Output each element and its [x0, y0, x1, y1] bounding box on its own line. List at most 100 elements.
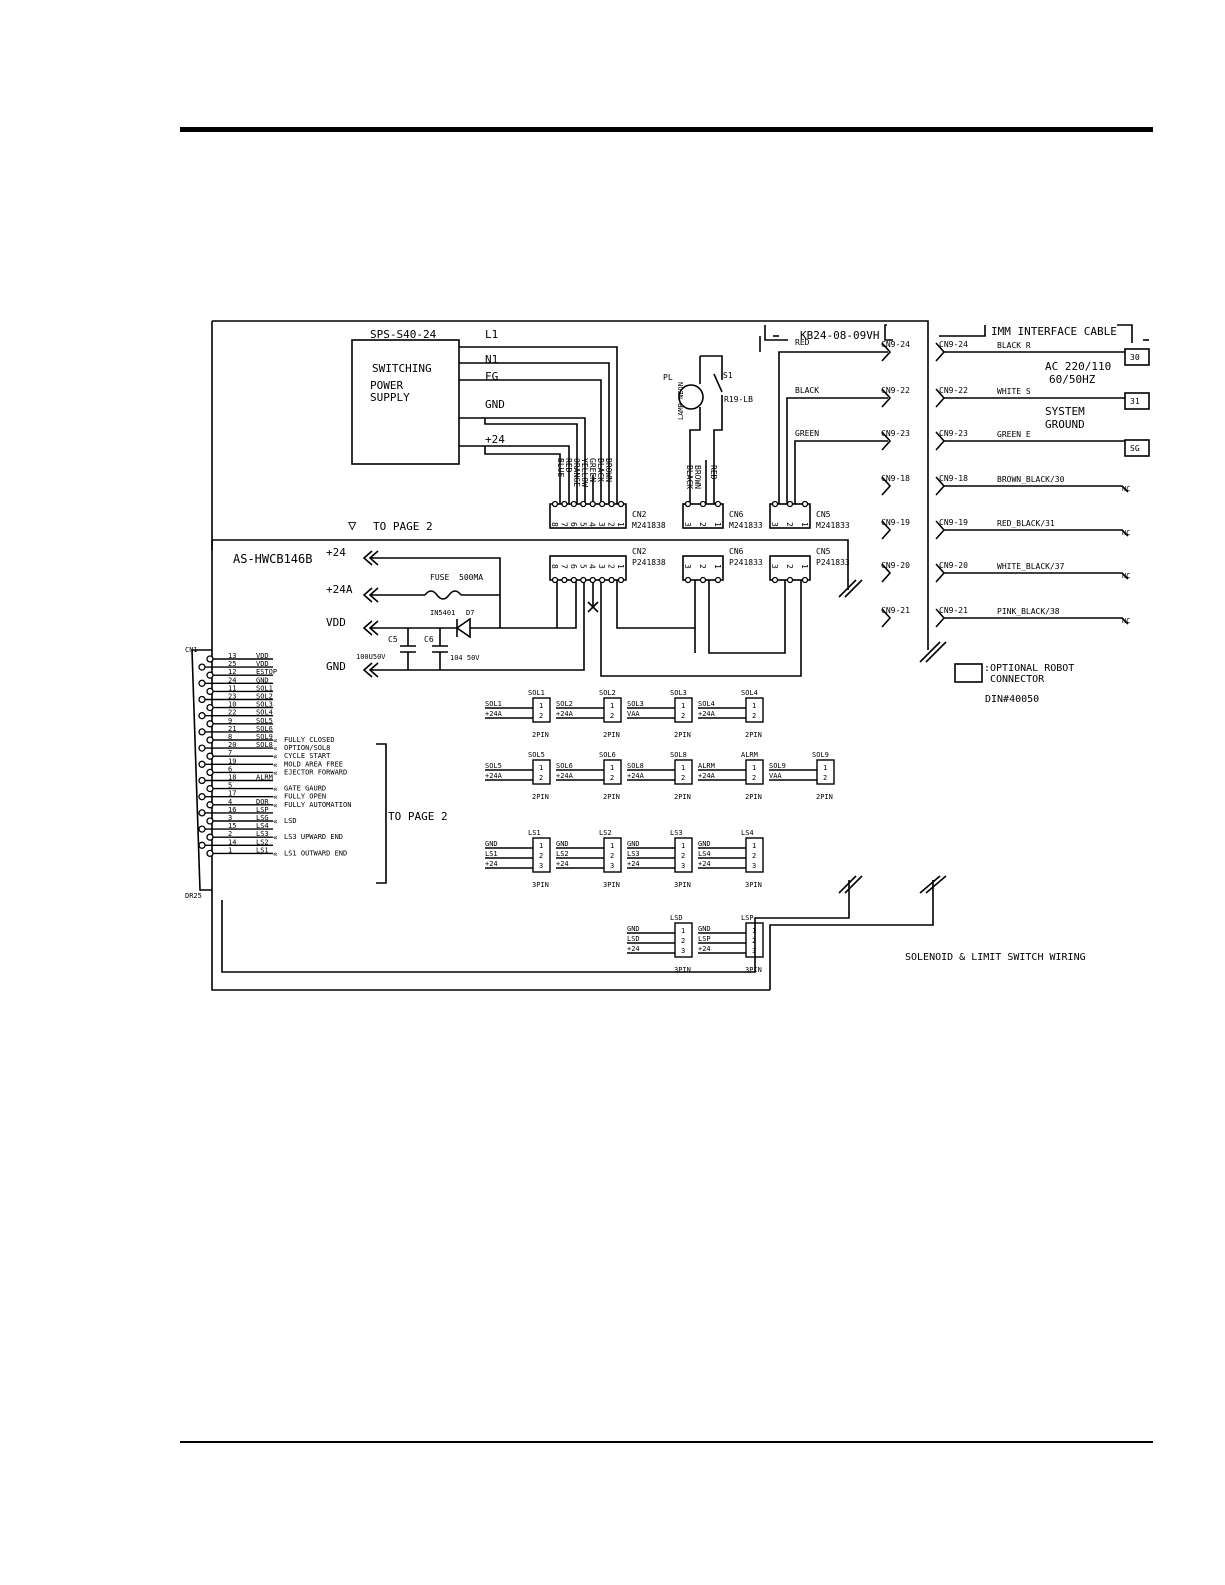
wire-color: BROWN_BLACK/30 — [997, 475, 1065, 484]
kb-cable-label: KB24-08-09VH — [800, 329, 879, 342]
to-page-label: TO PAGE 2 — [373, 520, 433, 533]
wire-color-label: BLACK — [596, 458, 605, 482]
pin-number: 1 — [800, 564, 809, 569]
wire-color: BLACK R — [997, 341, 1031, 350]
cn9-tag: CN9-24 — [881, 340, 910, 349]
cn9-tag: CN9-24 — [939, 340, 968, 349]
cn9-tag: CN9-22 — [939, 386, 968, 395]
plug-box — [745, 697, 764, 723]
pin-circle — [608, 576, 615, 584]
plug-box — [603, 697, 622, 723]
plug-box — [745, 759, 764, 785]
plug-pin-signal: +24 — [698, 860, 711, 868]
cn1-pin-number: 8 — [228, 733, 232, 741]
lamp-pl: PL — [663, 373, 673, 382]
cn1-pin — [198, 793, 206, 801]
pin-circle — [589, 576, 596, 584]
plug-pin-number: 2 — [610, 774, 614, 782]
pin-number: 6 — [569, 522, 578, 527]
plug-name: SOL3 — [670, 689, 687, 697]
plug-pin-number: 2 — [752, 712, 756, 720]
cn1-signal: LS1 — [256, 846, 269, 854]
diagram-caption: SOLENOID & LIMIT SWITCH WIRING — [905, 952, 1086, 963]
plug-pin-signal: +24A — [698, 710, 716, 718]
plug-pin-number: 2 — [752, 774, 756, 782]
cn1-pin — [206, 833, 214, 841]
plug-pin-signal: VAA — [627, 710, 640, 718]
pin-circle — [580, 500, 587, 508]
plug-pin-number: 1 — [539, 842, 543, 850]
diode-label: IN5401 — [430, 609, 455, 617]
plug-pin-signal: LS1 — [485, 850, 498, 858]
cn1-pin — [206, 849, 214, 858]
system-ground-label: GROUND — [1045, 418, 1085, 431]
cn1-signal: SOL4 — [256, 709, 273, 717]
pin-number: 1 — [616, 522, 625, 527]
plug-pin-signal: LS2 — [556, 850, 569, 858]
connector-part: M241838 — [632, 521, 666, 530]
lamp-label: LAMP NEON — [677, 382, 685, 420]
connector-name: CN5 — [816, 547, 831, 556]
cn1-pin — [206, 784, 214, 793]
wire-color-label: GREEN — [588, 458, 597, 482]
plug-name: LSP — [741, 914, 754, 922]
cn1-pin-number: 17 — [228, 790, 236, 798]
plug-name: SOL4 — [741, 689, 758, 697]
plug-name: LS4 — [741, 829, 754, 837]
plug-pin-number: 2 — [681, 712, 685, 720]
plug-pin-signal: LS3 — [627, 850, 640, 858]
plug-pin-number: 1 — [681, 927, 685, 935]
pin-circle — [551, 576, 559, 584]
plug-pin-number: 1 — [610, 764, 614, 772]
psu-model: SPS-S40-24 — [370, 328, 437, 341]
cn1-pin-number: 19 — [228, 757, 236, 765]
cn9-tag: CN9-18 — [939, 474, 968, 483]
plug-box — [674, 837, 693, 873]
plug-size: 3PIN — [745, 881, 762, 889]
pin-number: 2 — [607, 522, 616, 527]
plug-pin-signal: SOL8 — [627, 762, 644, 770]
connector-name: CN2 — [632, 547, 647, 556]
plug-pin-number: 1 — [752, 702, 756, 710]
pin-number: 3 — [770, 564, 779, 569]
cn1-name: CN1 — [185, 646, 198, 654]
pin-circle — [786, 576, 794, 584]
plug-size: 2PIN — [745, 731, 762, 739]
cn1-signal: SOL2 — [256, 693, 273, 701]
cn1-pin-number: 7 — [228, 749, 232, 757]
plug-pin-number: 1 — [823, 764, 827, 772]
cn1-pin-number: 25 — [228, 660, 236, 668]
pin-number: 7 — [559, 564, 568, 569]
psu-n1: N1 — [485, 353, 498, 366]
plug-pin-number: 3 — [610, 862, 614, 870]
plug-pin-number: 3 — [681, 862, 685, 870]
plug-name: LS2 — [599, 829, 612, 837]
wire-color: GREEN — [795, 429, 819, 438]
plug-size: 3PIN — [532, 881, 549, 889]
pin-circle — [570, 500, 578, 508]
wire-color: WHITE S — [997, 387, 1031, 396]
pin-number: 1 — [713, 564, 722, 569]
wire-color-label: YELLOW — [580, 458, 589, 487]
plug-pin-signal: GND — [698, 925, 711, 933]
cn1-function: LS1 OUTWARD END — [284, 849, 347, 857]
plug-pin-number: 1 — [752, 764, 756, 772]
wire-color: RED — [795, 338, 810, 347]
plug-pin-number: 1 — [681, 702, 685, 710]
psu-l1: L1 — [485, 328, 498, 341]
psu-title3: SUPPLY — [370, 391, 410, 404]
plug-size: 3PIN — [674, 881, 691, 889]
cn1-pin-number: 9 — [228, 717, 232, 725]
plug-box — [674, 922, 693, 958]
connector-part: P241833 — [729, 558, 763, 567]
plug-pin-signal: +24A — [698, 772, 716, 780]
plug-pin-number: 2 — [752, 852, 756, 860]
pin-circle — [570, 576, 578, 584]
wire-color-label: BROWN — [693, 465, 702, 489]
connector-name: CN2 — [632, 510, 647, 519]
nc-label: NC — [1122, 485, 1130, 493]
cn1-pin — [206, 736, 214, 744]
supply-p24a: +24A — [326, 583, 353, 596]
wire-color: BLACK — [795, 386, 819, 395]
pin-number: 1 — [800, 522, 809, 527]
